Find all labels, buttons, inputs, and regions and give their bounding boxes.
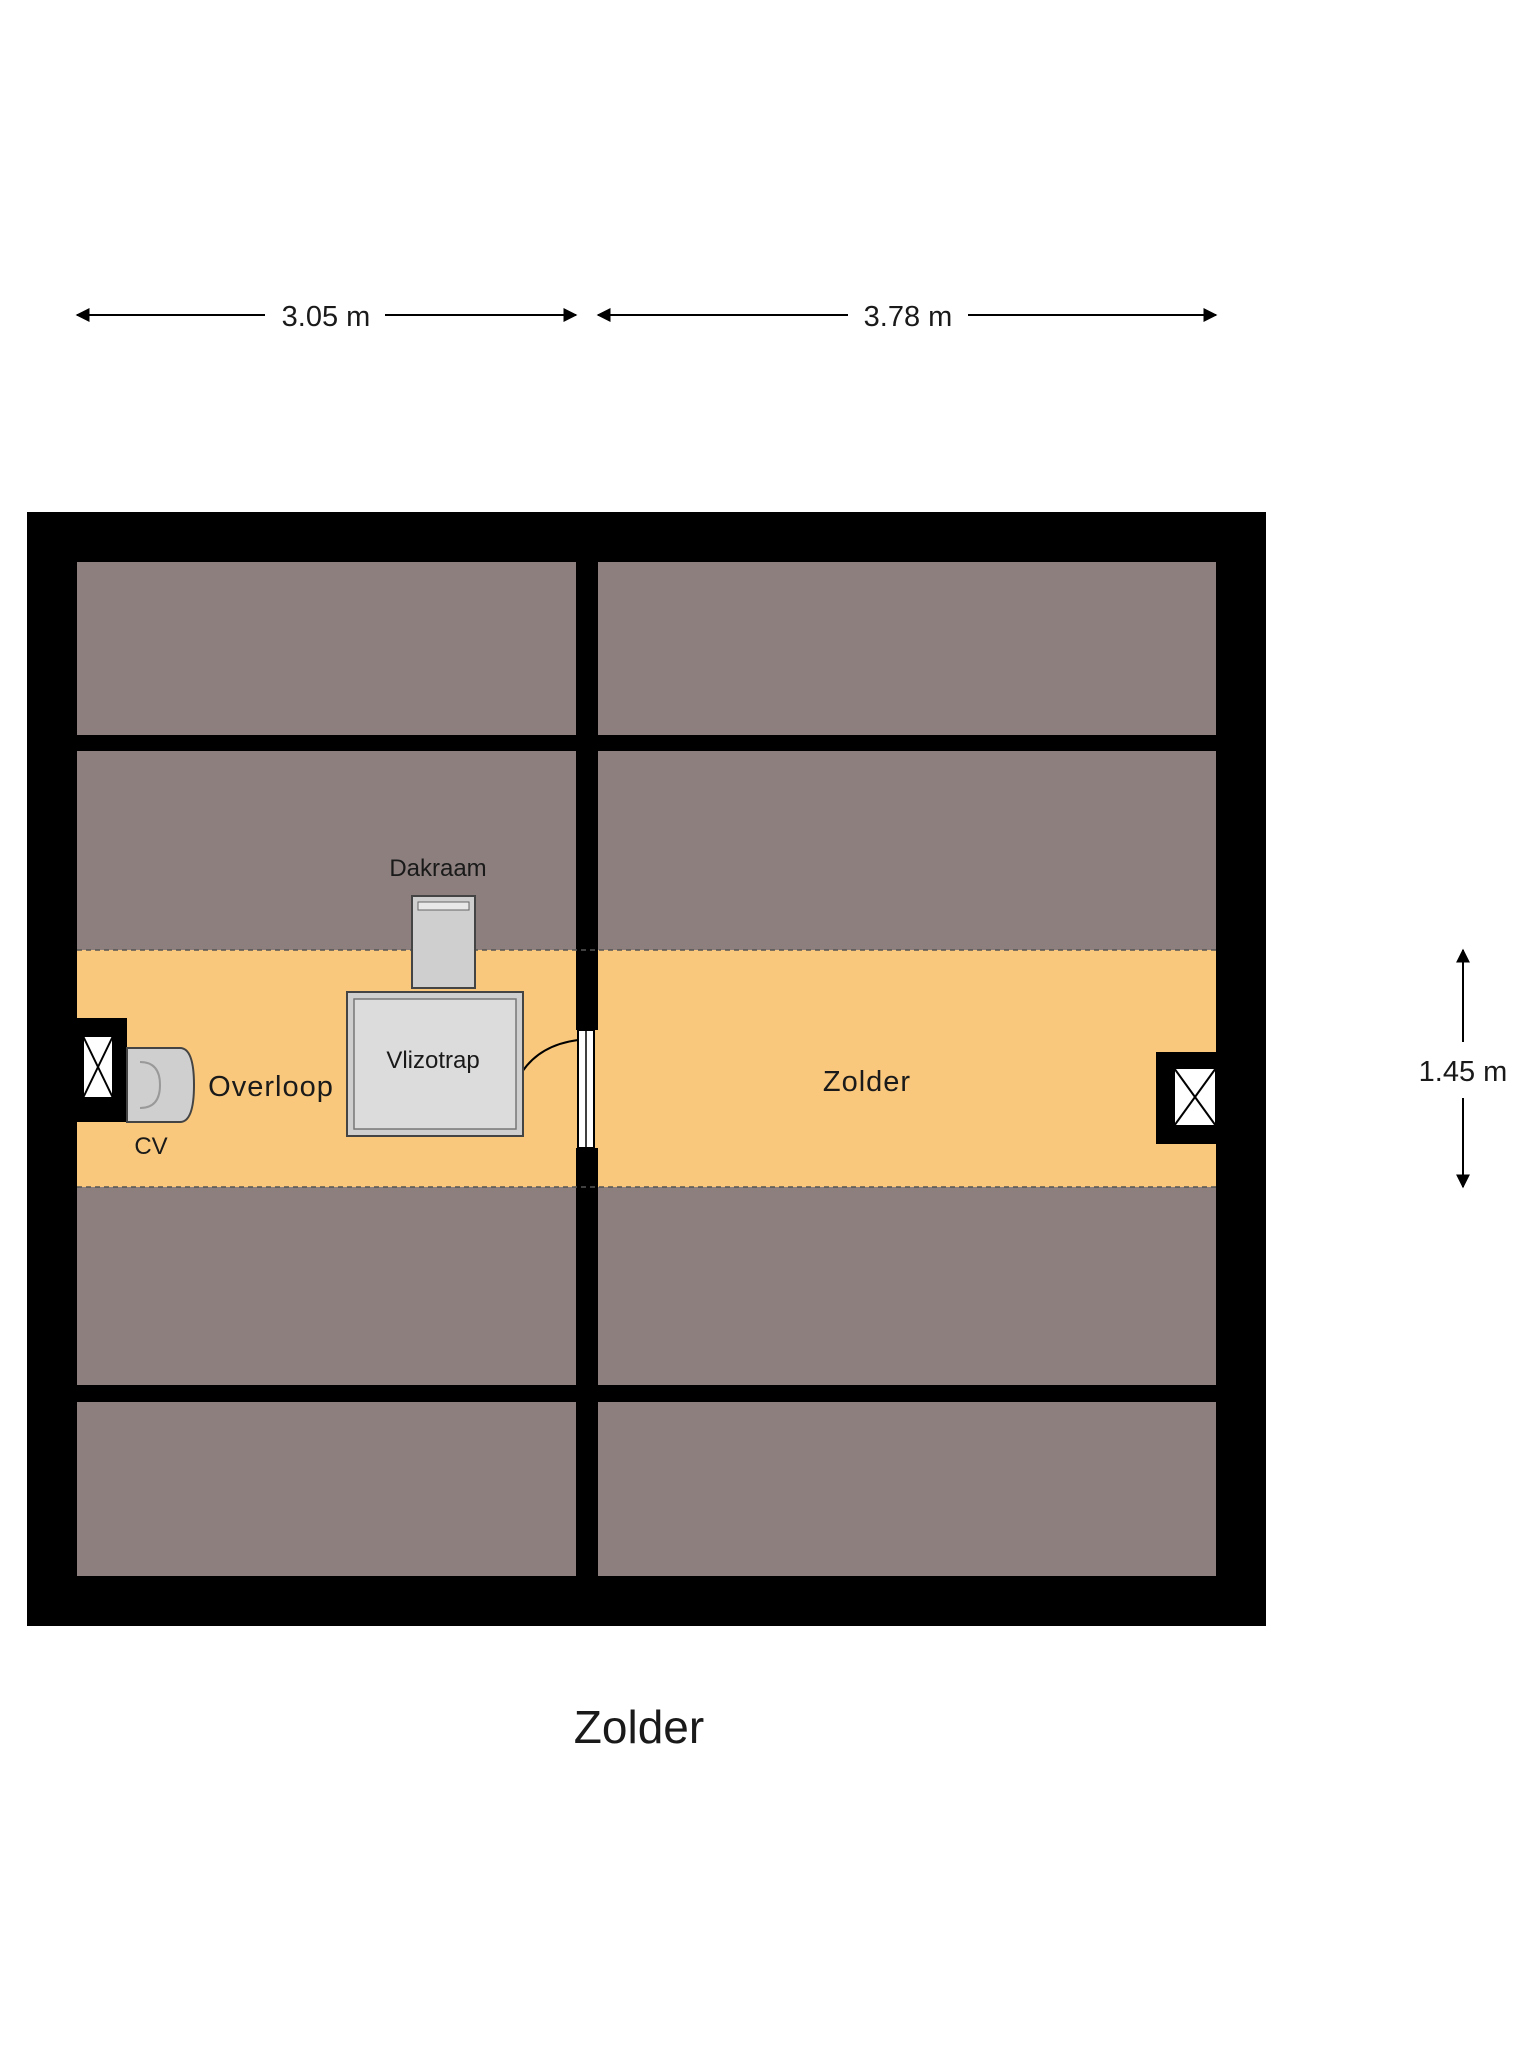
slope-panel-bottom-right	[598, 1402, 1216, 1576]
height-lines	[77, 949, 1216, 1188]
door	[521, 1029, 595, 1149]
dakraam-skylight	[411, 895, 476, 989]
slope-panel-bottom-left	[77, 1402, 576, 1576]
floor-zolder	[598, 950, 1216, 1187]
usable-floor-band	[77, 950, 1216, 1187]
dim-label-width-right: 3.78 m	[864, 301, 953, 333]
label-vlizotrap: Vlizotrap	[386, 1047, 479, 1074]
dim-label-width-left: 3.05 m	[282, 301, 371, 333]
slope-panel-upper-left	[77, 751, 576, 950]
left-shaft	[77, 1018, 127, 1122]
room-label-overloop: Overloop	[208, 1071, 334, 1103]
dimension-lines	[75, 308, 1470, 1189]
right-shaft	[1156, 1052, 1217, 1144]
label-dakraam: Dakraam	[389, 855, 486, 882]
room-label-zolder: Zolder	[823, 1066, 911, 1098]
floor-title: Zolder	[574, 1701, 704, 1753]
roof-slope-panels	[77, 562, 1216, 1576]
label-cv: CV	[134, 1133, 167, 1160]
slope-panel-lower-left	[77, 1187, 576, 1385]
slope-panel-top-right	[598, 562, 1216, 735]
vlizotrap-hatch	[346, 991, 524, 1137]
dim-label-height: 1.45 m	[1419, 1056, 1508, 1088]
door-swing	[521, 1039, 579, 1073]
slope-panel-top-left	[77, 562, 576, 735]
slope-panel-lower-right	[598, 1187, 1216, 1385]
cv-boiler	[126, 1047, 196, 1123]
slope-panel-upper-right	[598, 751, 1216, 950]
